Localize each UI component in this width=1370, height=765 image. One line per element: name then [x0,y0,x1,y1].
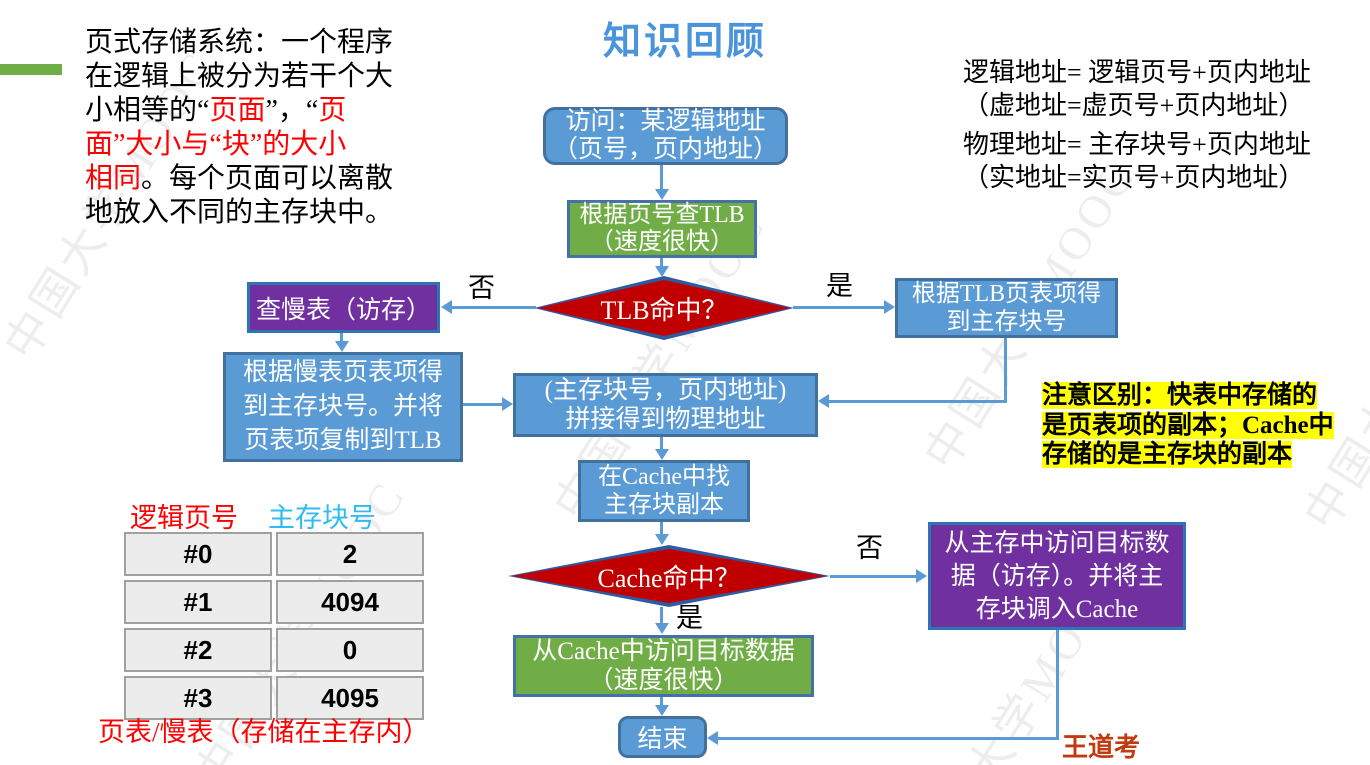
table-header-logical-page: 逻辑页号 [130,503,238,533]
connector-line [1056,630,1059,739]
table-header-memory-block: 主存块号 [268,503,376,533]
para-line: 页式存储系统：一个程序 [85,27,394,58]
para-line: 小相等的“ [85,95,210,126]
page-table: #0 2 #1 4094 #2 0 #3 4095 [120,528,428,724]
arrowhead [707,731,718,745]
accent-bar [0,64,62,75]
flow-mem-access-node: 从主存中访问目标数 据（访存）。并将主 存块调入Cache [928,522,1186,630]
arrowhead [655,189,669,200]
paging-description: 页式存储系统：一个程序 在逻辑上被分为若干个大 小相等的“页面”，“页 面”大小… [85,26,393,230]
table-cell: #0 [124,532,272,576]
flow-cache-access-node: 从Cache中访问目标数据 （速度很快） [513,635,814,697]
flow-tlb-result-node: 根据TLB页表项得 到主存块号 [895,278,1118,338]
cache-yes-label: 是 [676,603,703,633]
logical-address-note: 逻辑地址= 逻辑页号+页内地址 （虚地址=虚页号+页内地址） [963,58,1311,120]
table-cell: 2 [276,532,424,576]
arrowhead [818,394,829,408]
table-cell: #3 [124,676,272,720]
connector-line [660,437,663,450]
para-line: 在逻辑上被分为若干个大 [85,61,394,92]
page-table-caption: 页表/慢表（存储在主存内） [98,717,430,747]
table-cell: 0 [276,628,424,672]
para-line: 。每个页面可以离散 [141,163,394,194]
arrowhead [335,341,349,352]
flow-cache-find-node: 在Cache中找 主存块副本 [578,460,750,522]
arrowhead [916,569,927,583]
para-red-span: 相同 [85,163,142,194]
arrowhead [884,300,895,314]
tlb-no-label: 否 [468,273,495,303]
connector-line [463,403,503,406]
flow-start-node: 访问：某逻辑地址 （页号，页内地址） [543,107,788,165]
connector-line [660,522,663,535]
flow-slow-table-node: 查慢表（访存） [247,282,440,333]
para-red-span: 面”大小与“块”的大小 [85,129,347,160]
brand-watermark: 王道考研/CSKAOYAN.COM [1062,732,1141,762]
connector-line [660,607,663,624]
connector-line [830,575,917,578]
page-title: 知识回顾 [602,21,767,63]
arrowhead [655,623,669,634]
connector-line [660,165,663,189]
flow-tlb-hit-decision: TLB命中？ [534,276,794,340]
flow-concat-node: (主存块号，页内地址) 拼接得到物理地址 [513,373,818,437]
highlight-note: 注意区别：快表中存储的 是页表项的副本；Cache中 存储的是主存块的副本 [1042,381,1370,470]
cache-no-label: 否 [856,533,883,563]
connector-line [340,333,343,343]
para-line: ”，“ [265,95,319,126]
table-row: #1 4094 [124,580,424,624]
arrowhead [655,449,669,460]
physical-address-note: 物理地址= 主存块号+页内地址 （实地址=实页号+页内地址） [963,130,1311,192]
flow-slow-result-node: 根据慢表页表项得 到主存块号。并将 页表项复制到TLB [223,352,463,462]
connector-line [660,697,663,706]
arrowhead [655,534,669,545]
arrowhead [655,705,669,716]
para-red-span: 页 [318,95,347,126]
table-cell: 4094 [276,580,424,624]
table-row: #3 4095 [124,676,424,720]
highlight-note-text: 注意区别：快表中存储的 是页表项的副本；Cache中 存储的是主存块的副本 [1042,382,1334,468]
arrowhead [502,397,513,411]
table-cell: #2 [124,628,272,672]
table-cell: #1 [124,580,272,624]
diamond-label: TLB命中？ [538,280,790,336]
diamond-label: Cache命中？ [512,549,826,603]
connector-line [660,258,663,267]
arrowhead [441,300,452,314]
table-row: #2 0 [124,628,424,672]
arrowhead [655,266,669,277]
flow-end-node: 结束 [618,716,707,758]
table-row: #0 2 [124,532,424,576]
tlb-yes-label: 是 [826,271,853,301]
flow-tlb-lookup-node: 根据页号查TLB （速度很快） [567,200,757,258]
connector-line [1004,338,1007,403]
para-line: 地放入不同的主存块中。 [85,197,394,228]
connector-line [793,306,885,309]
watermark-text: 中国大学MOOC [1294,211,1370,539]
connector-line [829,400,1007,403]
connector-line [452,306,536,309]
connector-line [718,737,1059,740]
flow-cache-hit-decision: Cache命中？ [508,545,830,607]
table-cell: 4095 [276,676,424,720]
para-red-span: 页面 [209,95,266,126]
